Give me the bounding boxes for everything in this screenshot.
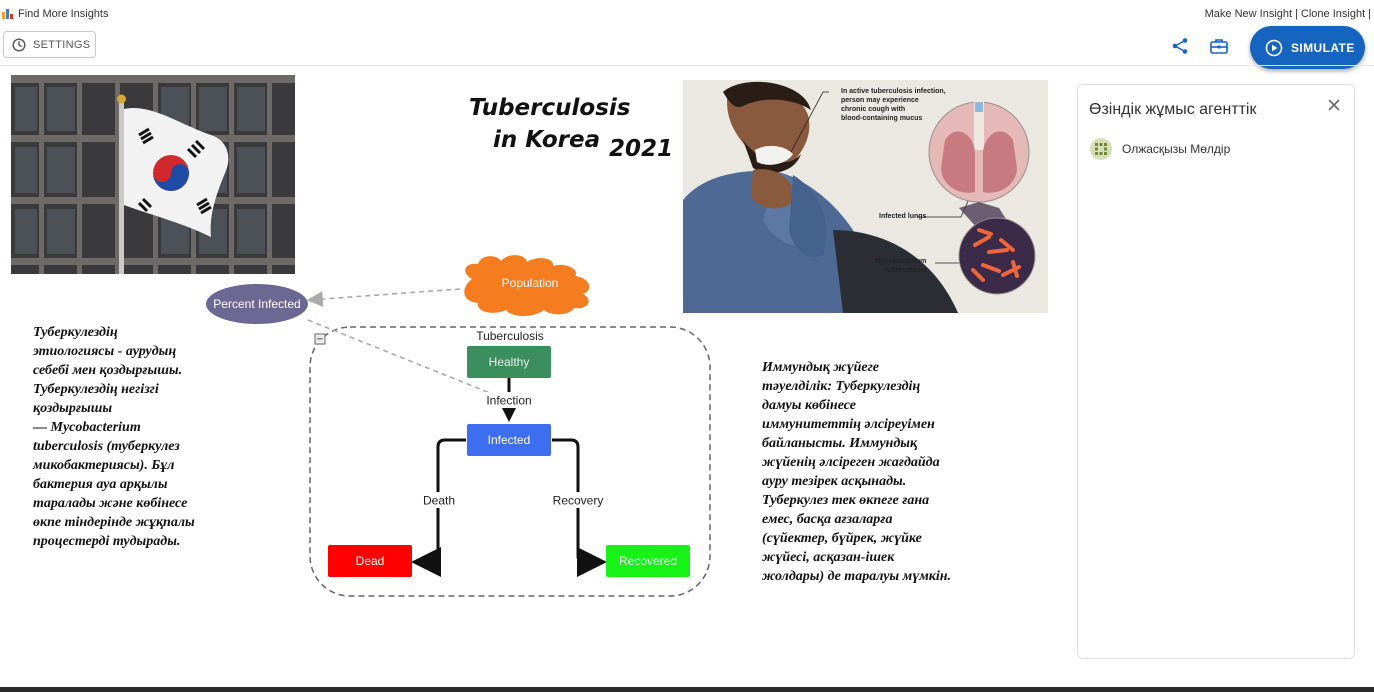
settings-button[interactable]: SETTINGS: [3, 31, 96, 58]
percent-infected-variable[interactable]: [206, 284, 308, 324]
agent-panel-title: Өзіндік жұмыс агенттік: [1089, 101, 1257, 118]
dead-label: Dead: [356, 554, 385, 568]
recovery-label: Recovery: [553, 494, 604, 508]
healthy-label: Healthy: [489, 355, 530, 369]
agent-name: Олжасқызы Мөлдір: [1122, 142, 1231, 156]
etiology-text[interactable]: Туберкулездің этиологиясы - аурудың себе…: [33, 325, 195, 549]
population-stock[interactable]: [464, 255, 590, 316]
top-links: Make New Insight|Clone Insight|: [1204, 8, 1371, 20]
share-icon: [1172, 38, 1188, 54]
top-bar: Find More Insights Make New Insight|Clon…: [0, 0, 1374, 28]
cough-note: In active tuberculosis infection, person…: [841, 88, 946, 122]
toolbox-icon: [1210, 39, 1228, 54]
simulate-label: SIMULATE: [1291, 40, 1355, 55]
infected-lungs-label: Infected lungs: [879, 213, 927, 220]
toolbox-button[interactable]: [1208, 35, 1230, 57]
agent-avatar-icon: [1090, 138, 1112, 160]
close-icon: [1328, 99, 1340, 111]
percent-link[interactable]: [307, 319, 501, 398]
infection-label: Infection: [486, 394, 531, 408]
collapse-folder-button[interactable]: [314, 333, 326, 345]
percent-infected-label: Percent Infected: [213, 297, 300, 311]
play-circle-icon: [1265, 39, 1283, 56]
population-link[interactable]: [306, 288, 461, 308]
tuberculosis-illustration[interactable]: In active tuberculosis infection, person…: [683, 80, 1048, 313]
app-title[interactable]: Find More Insights: [18, 8, 109, 20]
clone-insight-link[interactable]: Clone Insight: [1300, 8, 1366, 20]
population-label: Population: [502, 276, 559, 290]
agent-list-item[interactable]: Олжасқызы Мөлдір: [1089, 137, 1230, 161]
recovered-label: Recovered: [619, 554, 677, 568]
make-new-insight-link[interactable]: Make New Insight: [1204, 8, 1293, 20]
infected-label: Infected: [488, 433, 531, 447]
taskbar-strip: [0, 687, 1374, 692]
tuberculosis-folder[interactable]: [309, 326, 711, 597]
recovered-state[interactable]: [606, 545, 690, 577]
simulate-button[interactable]: SIMULATE: [1250, 26, 1365, 69]
clock-icon: [12, 37, 26, 52]
insightmaker-logo-icon: [2, 9, 14, 19]
close-panel-button[interactable]: [1327, 98, 1341, 112]
agent-panel: Өзіндік жұмыс агенттік Олжасқызы Мөлдір: [1077, 84, 1355, 659]
death-label: Death: [423, 494, 455, 508]
toolbar-divider: [0, 65, 1374, 66]
infected-state[interactable]: [467, 424, 551, 456]
title-year[interactable]: 2021: [609, 136, 674, 162]
korea-flag-image[interactable]: [11, 75, 295, 274]
share-button[interactable]: [1169, 35, 1191, 57]
folder-label: Tuberculosis: [476, 329, 544, 343]
healthy-state[interactable]: [467, 346, 551, 378]
bacteria-label: Mycobacterium tuberculosis: [875, 258, 927, 274]
settings-label: SETTINGS: [33, 38, 91, 51]
title-line-2[interactable]: in Korea: [493, 127, 601, 153]
collapse-symbol: −: [317, 334, 323, 346]
title-line-1[interactable]: Tuberculosis: [469, 95, 631, 121]
dead-state[interactable]: [328, 545, 412, 577]
immunity-text[interactable]: Иммундық жүйеге тәуелділік: Туберкулезді…: [762, 360, 952, 584]
